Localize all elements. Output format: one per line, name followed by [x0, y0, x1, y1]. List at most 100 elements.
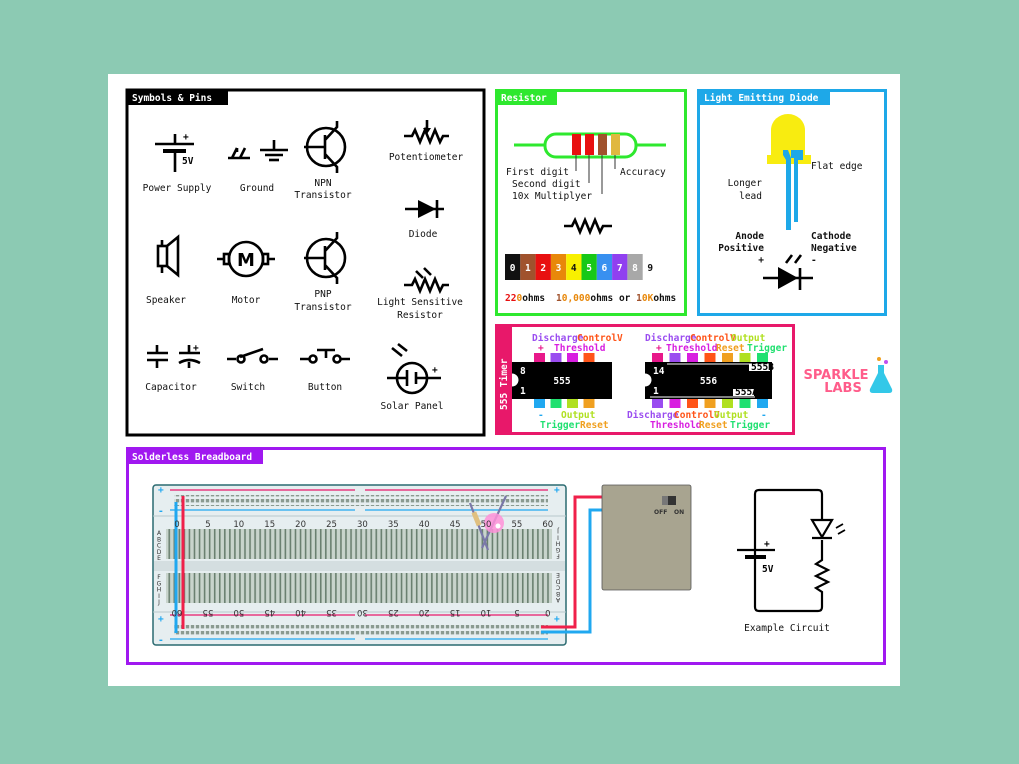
pin — [652, 399, 663, 408]
color-swatch — [612, 254, 628, 280]
column-number: 55 — [511, 520, 522, 530]
row-label: C — [556, 584, 560, 591]
lsr-label-2: Resistor — [397, 310, 443, 321]
accuracy-label: Accuracy — [620, 167, 666, 178]
anode-label: Anode — [735, 231, 764, 242]
color-digit: 9 — [647, 263, 653, 274]
pin-label: - — [538, 410, 544, 421]
pin-label: Reset — [716, 343, 745, 354]
column-number: 60 — [172, 607, 183, 617]
pin-label: Trigger — [747, 343, 787, 354]
ground-label: Ground — [240, 183, 274, 194]
color-swatch — [581, 254, 597, 280]
column-number: 0 — [545, 607, 550, 617]
pin-label: Threshold — [666, 343, 718, 354]
row-label: E — [556, 571, 560, 578]
chip-name: 556 — [700, 376, 717, 387]
resistor-symbol-icon — [564, 216, 612, 236]
example-circuit-label: Example Circuit — [744, 623, 830, 634]
color-digit: 5 — [586, 263, 592, 274]
color-digit: 0 — [510, 263, 516, 274]
pin — [704, 353, 716, 362]
column-number: 40 — [295, 607, 306, 617]
pin-label: Trigger — [730, 420, 770, 431]
chip-name: 555 — [553, 376, 570, 387]
column-number: 20 — [419, 607, 430, 617]
pin-label: Reset — [580, 420, 609, 431]
rail-plus-top-right: + — [554, 485, 560, 496]
color-digit: 4 — [571, 263, 577, 274]
pin-label: ControlV — [690, 333, 736, 344]
pin-number: 1 — [520, 386, 526, 397]
pin — [687, 399, 698, 408]
column-number: 25 — [326, 520, 337, 530]
sparkle-labs-logo: SPARKLE LABS — [803, 357, 893, 396]
color-digit: 6 — [602, 263, 608, 274]
pin — [583, 399, 595, 408]
chip-chip555 — [512, 362, 612, 399]
pin-label: Output — [731, 333, 765, 344]
pin — [669, 353, 681, 362]
led-symbol-icon — [763, 254, 813, 290]
row-label: D — [157, 549, 162, 556]
rail-plus-bottom-right: + — [554, 614, 560, 625]
row-label: F — [556, 552, 560, 559]
column-number: 50 — [233, 607, 244, 617]
npn-transistor-icon — [304, 121, 347, 173]
pin — [687, 353, 698, 362]
blue-battery-wire[interactable] — [541, 508, 603, 634]
speaker-icon — [156, 234, 180, 278]
pin — [722, 353, 733, 362]
pnp-label-2: Transistor — [294, 302, 351, 313]
pin-label: + — [656, 343, 662, 354]
column-number: 35 — [326, 607, 337, 617]
flat-edge-label: Flat edge — [811, 161, 863, 172]
positive-label: Positive — [718, 243, 764, 254]
resistor-component-icon — [514, 132, 666, 194]
color-swatch — [566, 254, 582, 280]
rail-minus-top: - — [158, 506, 164, 517]
switch-label: Switch — [231, 382, 265, 393]
row-label: D — [555, 577, 560, 584]
cathode-minus: - — [811, 255, 817, 266]
power-plus: + — [183, 132, 189, 143]
column-number: 45 — [450, 520, 461, 530]
pnp-transistor-icon — [304, 232, 347, 284]
logo-line-1: SPARKLE — [803, 368, 868, 383]
first-digit-label: First digit — [506, 167, 569, 178]
led-title: Light Emitting Diode — [704, 93, 819, 104]
circuit-voltage: 5V — [762, 564, 774, 575]
power-switch[interactable] — [662, 496, 676, 505]
pin — [567, 353, 578, 362]
color-swatch — [520, 254, 536, 280]
symbols-title: Symbols & Pins — [132, 93, 212, 104]
column-number: 50 — [481, 520, 492, 530]
motor-icon: M — [217, 240, 275, 278]
side-label: 555B — [751, 362, 774, 373]
diode-icon — [405, 200, 444, 218]
second-digit-label: Second digit — [512, 179, 581, 190]
pin-label: Trigger — [540, 420, 580, 431]
column-number: 55 — [202, 607, 213, 617]
color-swatch — [550, 254, 567, 280]
column-number: 15 — [450, 607, 461, 617]
column-number: 20 — [295, 520, 306, 530]
column-number: 35 — [388, 520, 399, 530]
pin — [550, 353, 562, 362]
pin — [583, 353, 595, 362]
speaker-label: Speaker — [146, 295, 186, 306]
pin-label: Discharge — [627, 410, 679, 421]
power-voltage: 5V — [182, 156, 194, 167]
red-battery-wire[interactable] — [541, 495, 603, 629]
pin-label: Output — [714, 410, 748, 421]
button-icon — [300, 348, 350, 364]
row-label: A — [555, 596, 560, 603]
npn-label: NPN — [314, 178, 331, 189]
capacitor-plus: + — [193, 343, 199, 354]
led-panel: Light Emitting Diode Flat edge Longer le… — [697, 89, 887, 316]
negative-label: Negative — [811, 243, 857, 254]
power-supply-icon: + 5V — [155, 132, 194, 172]
column-number: 10 — [481, 607, 492, 617]
